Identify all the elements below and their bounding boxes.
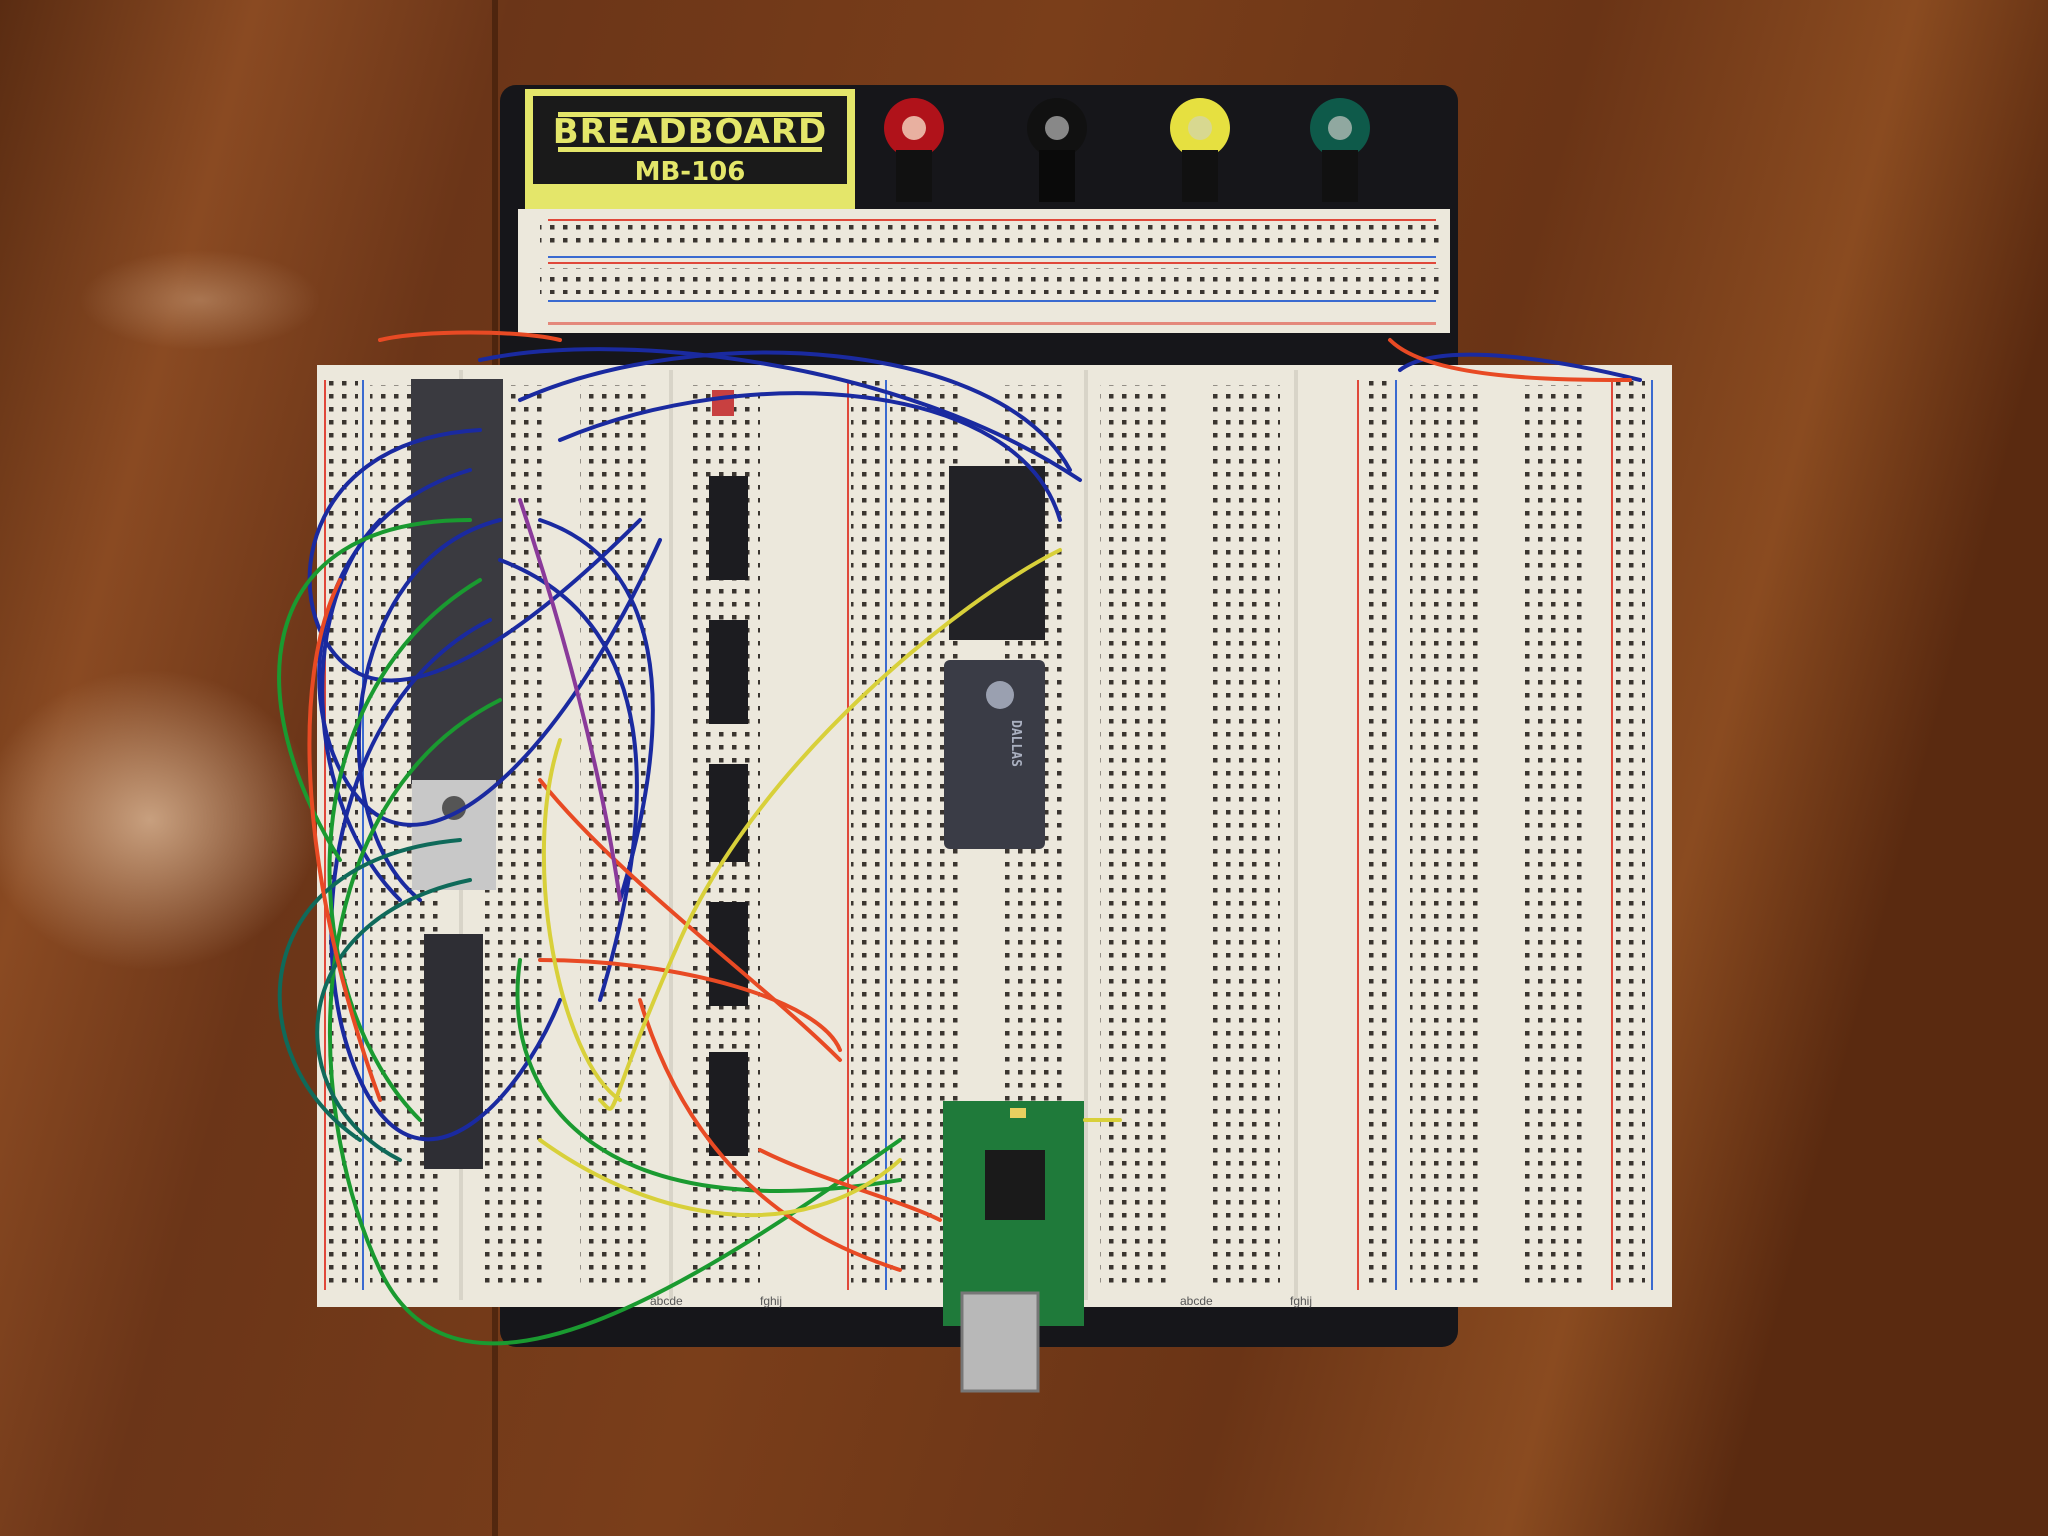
jumper-wires <box>277 330 1642 1346</box>
column-letters: fghij <box>760 1294 782 1308</box>
brand-label: BREADBOARD MB-106 <box>525 89 855 209</box>
rail-line-blue <box>1651 380 1653 1290</box>
center-channel <box>1084 370 1088 1300</box>
model-number: MB-106 <box>635 157 746 187</box>
rtc-chip: DALLAS <box>944 660 1045 849</box>
rail-line-blue <box>362 380 364 1290</box>
binding-post-yellow[interactable] <box>1170 98 1230 202</box>
power-rail <box>1615 380 1645 1290</box>
center-channel <box>669 370 673 1300</box>
column-letters: abcde <box>1180 1294 1213 1308</box>
usb-connector[interactable] <box>960 1291 1040 1393</box>
rtc-brand: DALLAS <box>1008 720 1023 767</box>
power-rail <box>1361 380 1391 1290</box>
reset-button[interactable] <box>712 390 734 416</box>
logic-chip <box>709 764 748 862</box>
rail-line-red <box>847 380 849 1290</box>
binding-post-black[interactable] <box>1027 98 1087 202</box>
terminal-strip <box>1210 385 1280 1285</box>
memory-chip <box>424 934 483 1169</box>
logic-chip <box>709 476 748 580</box>
rail-line-red <box>1611 380 1613 1290</box>
brand-title: BREADBOARD <box>553 112 827 152</box>
terminal-strip <box>1100 385 1170 1285</box>
center-channel <box>1294 370 1298 1300</box>
logic-chip <box>709 620 748 724</box>
uart-chip <box>949 466 1045 640</box>
rail-line-red <box>1357 380 1359 1290</box>
top-power-strip <box>518 209 1450 333</box>
terminal-strip <box>1520 385 1590 1285</box>
logic-chip <box>709 1052 748 1156</box>
binding-post-red[interactable] <box>884 98 944 202</box>
microcontroller-chip <box>411 379 503 784</box>
usb-module <box>943 1101 1084 1326</box>
column-letters: fghij <box>1290 1294 1312 1308</box>
binding-post-green[interactable] <box>1310 98 1370 202</box>
column-letters: abcde <box>650 1294 683 1308</box>
light-glare <box>0 670 320 970</box>
light-glare <box>80 250 320 350</box>
rail-line-blue <box>885 380 887 1290</box>
rail-line-blue <box>1395 380 1397 1290</box>
terminal-strip <box>1410 385 1480 1285</box>
power-rail <box>851 380 881 1290</box>
